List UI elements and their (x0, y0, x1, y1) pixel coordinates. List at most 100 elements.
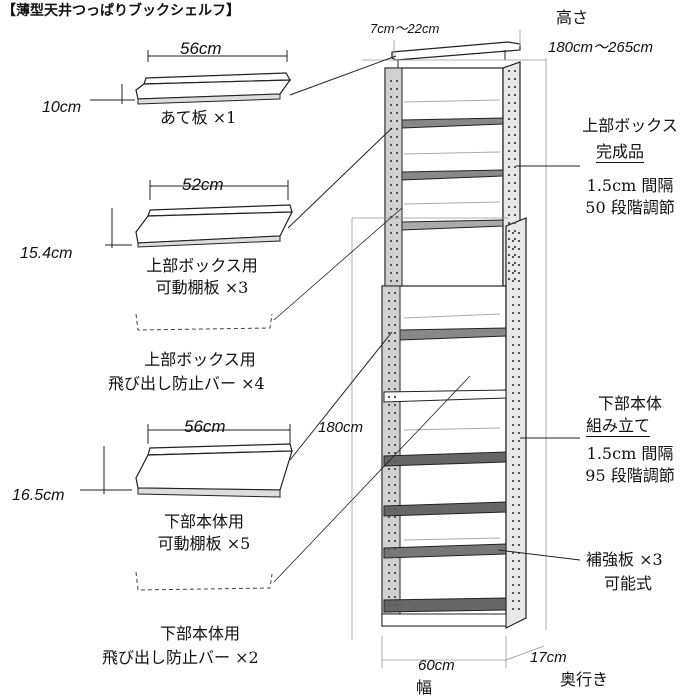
peg-hole (518, 280, 520, 282)
peg-hole (514, 118, 516, 120)
peg-hole (388, 604, 390, 606)
peg-hole (518, 344, 520, 346)
peg-hole (512, 344, 514, 346)
peg-hole (512, 272, 514, 274)
peg-hole (388, 596, 390, 598)
peg-hole (518, 384, 520, 386)
peg-hole (512, 488, 514, 490)
peg-hole (508, 198, 510, 200)
lower-body-spec-2: 95 段階調節 (585, 466, 675, 485)
top-board-label: あて板 ×1 (160, 108, 237, 127)
peg-hole (394, 604, 396, 606)
peg-hole (512, 448, 514, 450)
peg-hole (518, 544, 520, 546)
peg-hole (388, 332, 390, 334)
peg-hole (514, 110, 516, 112)
peg-hole (512, 280, 514, 282)
leader-lower-bar (273, 375, 471, 583)
peg-hole (508, 166, 510, 168)
peg-hole (390, 176, 392, 178)
peg-hole (512, 456, 514, 458)
peg-hole (390, 224, 392, 226)
peg-hole (518, 504, 520, 506)
peg-hole (512, 360, 514, 362)
peg-hole (390, 160, 392, 162)
peg-hole (512, 504, 514, 506)
peg-hole (394, 508, 396, 510)
peg-hole (512, 240, 514, 242)
peg-hole (394, 436, 396, 438)
peg-hole (514, 206, 516, 208)
peg-hole (514, 174, 516, 176)
peg-hole (512, 528, 514, 530)
peg-hole (396, 264, 398, 266)
peg-hole (518, 304, 520, 306)
peg-hole (514, 142, 516, 144)
peg-hole (512, 368, 514, 370)
peg-hole (390, 184, 392, 186)
peg-hole (518, 568, 520, 570)
peg-hole (390, 208, 392, 210)
peg-hole (512, 304, 514, 306)
peg-hole (518, 376, 520, 378)
peg-hole (388, 292, 390, 294)
peg-hole (388, 564, 390, 566)
peg-hole (518, 456, 520, 458)
peg-hole (512, 256, 514, 258)
lower-shelf-part (135, 443, 293, 498)
peg-hole (390, 80, 392, 82)
peg-hole (388, 308, 390, 310)
peg-hole (518, 360, 520, 362)
peg-hole (518, 600, 520, 602)
upper-box-title: 上部ボックス (582, 116, 678, 135)
peg-hole (388, 588, 390, 590)
leader-lower-shelf (289, 331, 393, 461)
peg-hole (512, 424, 514, 426)
peg-hole (388, 468, 390, 470)
peg-hole (518, 488, 520, 490)
peg-hole (514, 198, 516, 200)
peg-hole (394, 340, 396, 342)
peg-hole (518, 336, 520, 338)
peg-hole (394, 292, 396, 294)
peg-hole (514, 126, 516, 128)
peg-hole (388, 428, 390, 430)
peg-hole (394, 356, 396, 358)
leader-top-board (289, 55, 397, 96)
peg-hole (518, 256, 520, 258)
peg-hole (394, 484, 396, 486)
peg-hole (512, 576, 514, 578)
peg-hole (390, 168, 392, 170)
peg-hole (512, 384, 514, 386)
peg-hole (514, 254, 516, 256)
peg-hole (512, 520, 514, 522)
upper-shelf-part (135, 204, 293, 248)
peg-hole (394, 444, 396, 446)
peg-hole (518, 520, 520, 522)
peg-hole (396, 120, 398, 122)
peg-hole (512, 320, 514, 322)
peg-hole (388, 572, 390, 574)
peg-hole (514, 70, 516, 72)
peg-hole (512, 552, 514, 554)
width-value: 60cm (418, 657, 455, 674)
peg-hole (394, 404, 396, 406)
top-board-width: 56cm (180, 39, 222, 58)
peg-hole (514, 86, 516, 88)
reinforce-label-1: 補強板 ×3 (586, 550, 663, 569)
peg-hole (512, 392, 514, 394)
peg-hole (390, 96, 392, 98)
peg-hole (388, 492, 390, 494)
peg-hole (394, 300, 396, 302)
peg-hole (512, 408, 514, 410)
peg-hole (388, 404, 390, 406)
peg-hole (390, 200, 392, 202)
peg-hole (512, 584, 514, 586)
peg-hole (508, 150, 510, 152)
peg-hole (508, 110, 510, 112)
peg-hole (512, 264, 514, 266)
lower-body-status: 組み立て (586, 416, 651, 437)
peg-hole (388, 396, 390, 398)
peg-hole (508, 214, 510, 216)
